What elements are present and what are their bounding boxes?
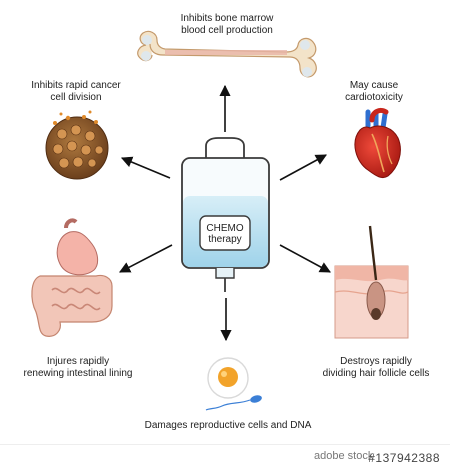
bone-icon [137, 30, 317, 78]
reproductive-label-line1: Damages reproductive cells and DNA [144, 420, 312, 431]
heart-icon [354, 107, 401, 179]
reproductive-label: Damages reproductive cells and DNA [145, 420, 312, 432]
chemo-label-line1: CHEMO [206, 223, 244, 234]
intestine-label-line2: renewing intestinal lining [23, 368, 133, 379]
bone-label: Inhibits bone marrow blood cell producti… [181, 13, 274, 37]
arrow-to-heart [279, 154, 327, 181]
hair-label: Destroys rapidly dividing hair follicle … [323, 356, 430, 380]
arrow-to-hair [279, 244, 331, 273]
hair-label-line1: Destroys rapidly [340, 356, 412, 367]
heart-label-line2: cardiotoxicity [345, 92, 403, 103]
cancer-label-line1: Inhibits rapid cancer [31, 80, 121, 91]
watermark-id: #137942388 [368, 451, 440, 465]
watermark-footer: adobe stock #137942388 [0, 444, 450, 470]
hair-follicle-icon [334, 225, 409, 339]
watermark-brand: adobe stock [314, 450, 374, 462]
intestine-icon [31, 218, 113, 337]
intestine-label-line1: Injures rapidly [46, 356, 110, 367]
arrow-to-intestine [119, 244, 173, 273]
arrow-to-cancer [120, 156, 171, 179]
bone-label-line1: Inhibits bone marrow [180, 13, 274, 24]
chemo-bag [181, 137, 270, 292]
tumor-icon [45, 110, 109, 180]
intestine-label: Injures rapidly renewing intestinal lini… [24, 356, 133, 380]
cancer-label-line2: cell division [50, 92, 102, 103]
heart-label: May cause cardiotoxicity [345, 80, 403, 104]
bone-label-line2: blood cell production [181, 25, 273, 36]
hair-label-line2: dividing hair follicle cells [322, 368, 430, 379]
cancer-label: Inhibits rapid cancer cell division [31, 80, 121, 104]
arrows [119, 84, 331, 342]
chemo-label-line2: therapy [208, 234, 242, 245]
egg-sperm-icon [205, 357, 262, 411]
chemo-bag-label: CHEMO therapy [206, 223, 243, 245]
heart-label-line1: May cause [349, 80, 399, 91]
